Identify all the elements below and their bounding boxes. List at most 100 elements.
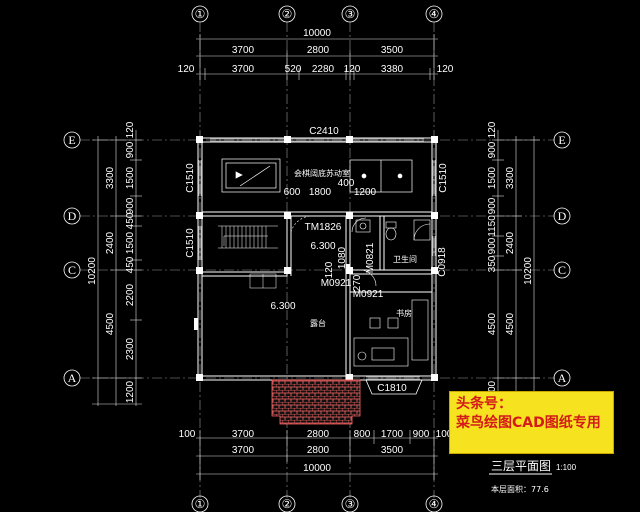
dim-left-inner-2: 1500 — [125, 166, 136, 189]
dim-top-r3-2: 520 — [285, 64, 302, 75]
axis-col-1-bottom: ① — [195, 497, 206, 511]
window-symbols — [198, 138, 436, 380]
dim-right-inner-7: 4500 — [487, 312, 498, 335]
label-elevation-1: 6.300 — [310, 241, 335, 252]
dim-right-inner-5: 900 — [487, 237, 498, 254]
axis-row-c-right: C — [558, 263, 566, 277]
dim-top-r2-2: 3500 — [381, 45, 404, 56]
label-window-left-1: C1510 — [185, 163, 196, 193]
dim-right-inner-3: 900 — [487, 197, 498, 214]
dim-right-inner-1: 900 — [487, 141, 498, 158]
dim-bottom-r1-5: 900 — [413, 429, 430, 440]
label-window-c0918: C0918 — [437, 247, 448, 277]
floor-area: 本层面积：77.6 — [491, 484, 549, 494]
axis-bubbles-top: ① ② ③ ④ — [191, 5, 443, 23]
label-dim-270: 270 — [352, 274, 363, 291]
label-dim-600: 600 — [284, 187, 301, 198]
axis-col-3-top: ③ — [345, 7, 356, 21]
axis-row-c-left: C — [68, 263, 76, 277]
label-door-m0821: M0821 — [365, 242, 376, 273]
dim-bottom-r1-6: 100 — [436, 429, 453, 440]
label-door-m0921: M0921 — [321, 278, 352, 289]
label-window-right: C1510 — [438, 163, 449, 193]
label-dim-1200: 1200 — [354, 187, 377, 198]
watermark-line-2: 菜鸟绘图CAD图纸专用 — [456, 415, 601, 431]
dim-bottom-r2-1: 2800 — [307, 445, 330, 456]
dim-bottom-r2-2: 3500 — [381, 445, 404, 456]
label-balcony: 露台 — [310, 318, 326, 328]
axis-row-a-left: A — [68, 371, 77, 385]
dim-bottom-r1-0: 100 — [179, 429, 196, 440]
dim-top-r3-1: 3700 — [232, 64, 255, 75]
dim-right-mid-2: 4500 — [505, 312, 516, 335]
axis-col-2-top: ② — [282, 7, 293, 21]
dim-left-inner-5: 1500 — [125, 231, 136, 254]
dim-top-r3-4: 120 — [344, 64, 361, 75]
small-markers — [194, 264, 350, 330]
dim-bottom-total: 10000 — [303, 463, 331, 474]
dim-left-inner-1: 900 — [125, 141, 136, 158]
axis-row-a-right: A — [558, 371, 567, 385]
dim-bottom-r1-2: 2800 — [307, 429, 330, 440]
dim-left-mid-0: 3300 — [105, 166, 116, 189]
axis-col-3-bottom: ③ — [345, 497, 356, 511]
left-dimension-lines — [92, 130, 142, 406]
label-elevation-2: 6.300 — [270, 301, 295, 312]
axis-bubbles-right: E D C A — [553, 131, 571, 387]
axis-col-4-bottom: ④ — [429, 497, 440, 511]
dim-top-r3-5: 3380 — [381, 64, 404, 75]
dim-left-outer-total: 10200 — [87, 257, 98, 285]
dim-bottom-r1-3: 800 — [354, 429, 371, 440]
label-window-top: C2410 — [309, 126, 339, 137]
dim-left-inner-9: 1200 — [125, 380, 136, 403]
bathroom-fixtures — [290, 215, 431, 287]
study-furniture — [353, 299, 429, 367]
dim-left-inner-0: 120 — [125, 121, 136, 138]
dim-left-mid-1: 2400 — [105, 231, 116, 254]
dim-bottom-r2-0: 3700 — [232, 445, 255, 456]
axis-row-d-right: D — [558, 209, 567, 223]
dim-top-r2-1: 2800 — [307, 45, 330, 56]
axis-col-1-top: ① — [195, 7, 206, 21]
top-dimension-lines — [196, 34, 438, 80]
dim-left-mid-2: 4500 — [105, 312, 116, 335]
drawing-scale: 1:100 — [556, 463, 577, 472]
dim-left-inner-6: 450 — [125, 256, 136, 273]
dim-right-mid-1: 2400 — [505, 231, 516, 254]
dim-top-r3-0: 120 — [178, 64, 195, 75]
dim-right-inner-6: 350 — [487, 255, 498, 272]
dim-top-total: 10000 — [303, 28, 331, 39]
dim-bottom-r1-1: 3700 — [232, 429, 255, 440]
label-door-tm: TM1826 — [305, 222, 342, 233]
label-dim-1080: 1080 — [337, 246, 348, 269]
activity-furniture — [221, 158, 413, 193]
label-window-bottom: C1810 — [377, 383, 407, 394]
structural-columns — [196, 136, 438, 381]
label-dim-120: 120 — [324, 261, 335, 278]
label-activity-room: 会棋阔底苏动室 — [294, 168, 350, 178]
drawing-title: 三层平面图 — [491, 459, 551, 473]
roof-tiles — [271, 379, 361, 425]
dim-left-inner-3: 900 — [125, 197, 136, 214]
label-door-m0921b: M0921 — [353, 289, 384, 300]
bottom-dimension-lines — [196, 430, 438, 480]
label-dim-1800: 1800 — [309, 187, 332, 198]
staircase — [218, 225, 278, 289]
watermark-banner: 头条号： 菜鸟绘图CAD图纸专用 — [449, 391, 614, 454]
label-bathroom: 卫生间 — [393, 254, 417, 264]
right-dimension-lines — [492, 130, 540, 406]
axis-col-4-top: ④ — [429, 7, 440, 21]
dim-right-inner-2: 1500 — [487, 166, 498, 189]
axis-row-e-right: E — [558, 133, 565, 147]
dim-left-inner-7: 2200 — [125, 283, 136, 306]
axis-bubbles-bottom: ① ② ③ ④ — [191, 495, 443, 512]
axis-bubbles-left: E D C A — [63, 131, 81, 387]
axis-row-e-left: E — [68, 133, 75, 147]
dim-right-outer-total: 10200 — [523, 257, 534, 285]
label-dim-400: 400 — [338, 178, 355, 189]
dim-left-inner-4: 450 — [125, 212, 136, 229]
label-study: 书房 — [396, 308, 412, 318]
dim-bottom-r1-4: 1700 — [381, 429, 404, 440]
bay-window — [365, 379, 423, 395]
